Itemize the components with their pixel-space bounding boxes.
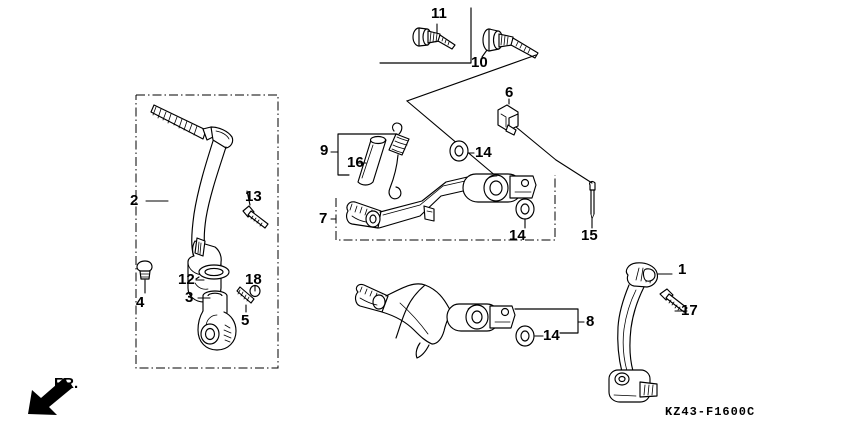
bolt-17-illustration [659, 288, 688, 313]
callout-9: 9 [320, 142, 329, 159]
callout-2: 2 [130, 192, 139, 209]
oil-seal-12-illustration [195, 264, 230, 281]
callout-4: 4 [136, 294, 145, 311]
callout-16: 16 [347, 154, 364, 171]
cotter-pin-15-illustration [555, 159, 596, 229]
bracket-9 [330, 133, 398, 176]
callout-18: 18 [245, 271, 262, 288]
washer-14-lower-illustration [515, 198, 535, 229]
callout-15: 15 [581, 227, 598, 244]
bracket-6-illustration [497, 98, 557, 161]
callout-12: 12 [178, 271, 195, 288]
kick-starter-arm-illustration [150, 104, 234, 303]
callout-14-lower: 14 [509, 227, 526, 244]
fr-direction-arrow [28, 378, 72, 415]
bolt-11-illustration [412, 23, 456, 50]
gearshift-arm-illustration [354, 283, 516, 359]
bracket-8 [514, 308, 585, 334]
callout-7: 7 [319, 210, 328, 227]
fr-direction-label: FR. [54, 375, 79, 392]
brake-pedal-illustration [346, 173, 537, 229]
part-number-code: KZ43-F1600C [665, 405, 756, 419]
gearshift-pedal-illustration [608, 262, 673, 403]
washer-14-shift-illustration [515, 325, 544, 347]
callout-11: 11 [431, 5, 447, 22]
return-spring-9-illustration [388, 122, 410, 200]
spring-5-illustration [236, 286, 255, 313]
callout-17: 17 [681, 302, 698, 319]
callout-5: 5 [241, 312, 250, 329]
bolt-4-illustration [136, 260, 153, 294]
callout-6: 6 [505, 84, 514, 101]
kick-spindle-3-illustration [197, 290, 237, 351]
washer-14-upper-illustration [449, 140, 475, 162]
callout-13: 13 [245, 188, 262, 205]
callout-10: 10 [471, 54, 488, 71]
o-ring-18-illustration [249, 284, 261, 298]
kick-starter-group-boundary [135, 94, 279, 369]
spring-sleeve-16-illustration [357, 135, 387, 186]
callout-8: 8 [586, 313, 595, 330]
callout-1: 1 [678, 261, 687, 278]
callout-3: 3 [185, 289, 194, 306]
callout-14-upper: 14 [475, 144, 492, 161]
bolt-13-illustration [242, 190, 269, 229]
bolt-10-illustration [481, 28, 539, 59]
callout-14-shift: 14 [543, 327, 560, 344]
brake-pedal-group-boundary [330, 175, 556, 241]
bracket-11 [379, 7, 472, 64]
